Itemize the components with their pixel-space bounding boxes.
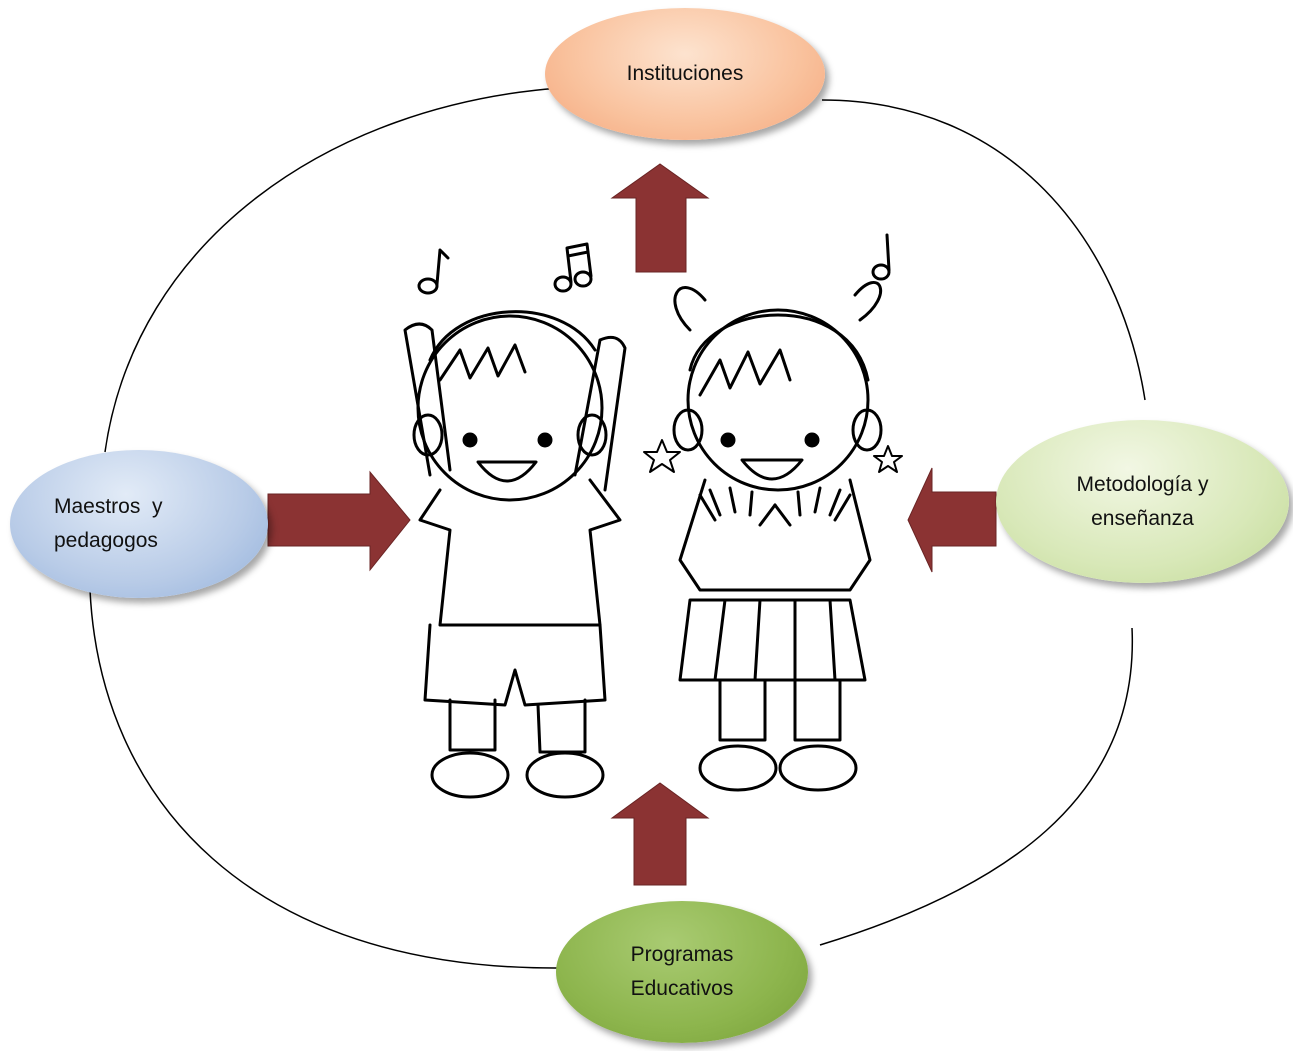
node-instituciones: Instituciones [545, 8, 825, 140]
boy-figure [403, 310, 627, 799]
node-label-line2: Educativos [630, 977, 734, 1000]
star-icon [873, 445, 903, 473]
arrow-up-bottom [610, 782, 710, 886]
arrows [267, 163, 997, 886]
node-programas-educativos: Programas Educativos [556, 901, 808, 1043]
connector-arc-left-bottom [89, 589, 561, 969]
node-maestros-pedagogos: Maestros y pedagogos [10, 450, 268, 598]
children-illustration [403, 233, 903, 799]
connector-arc-right-bottom [819, 627, 1133, 946]
music-note-icon [417, 233, 891, 295]
arrow-up-top [610, 163, 710, 273]
girl-figure [672, 281, 883, 792]
node-label-line1: Metodología y [1076, 472, 1209, 496]
node-label-line2: enseñanza [1091, 506, 1194, 530]
node-label-line1: Maestros y [54, 495, 163, 519]
node-label: Instituciones [626, 62, 744, 86]
node-metodologia-ensenanza: Metodología y enseñanza [996, 420, 1289, 583]
arrow-left-right [907, 467, 997, 573]
connector-arc-top-left [104, 87, 561, 453]
node-label-line2: pedagogos [54, 529, 158, 552]
connector-arc-top-right [821, 99, 1146, 401]
node-label-line1: Programas [630, 943, 734, 967]
arrow-right-left [267, 470, 411, 572]
star-icon [643, 439, 681, 473]
